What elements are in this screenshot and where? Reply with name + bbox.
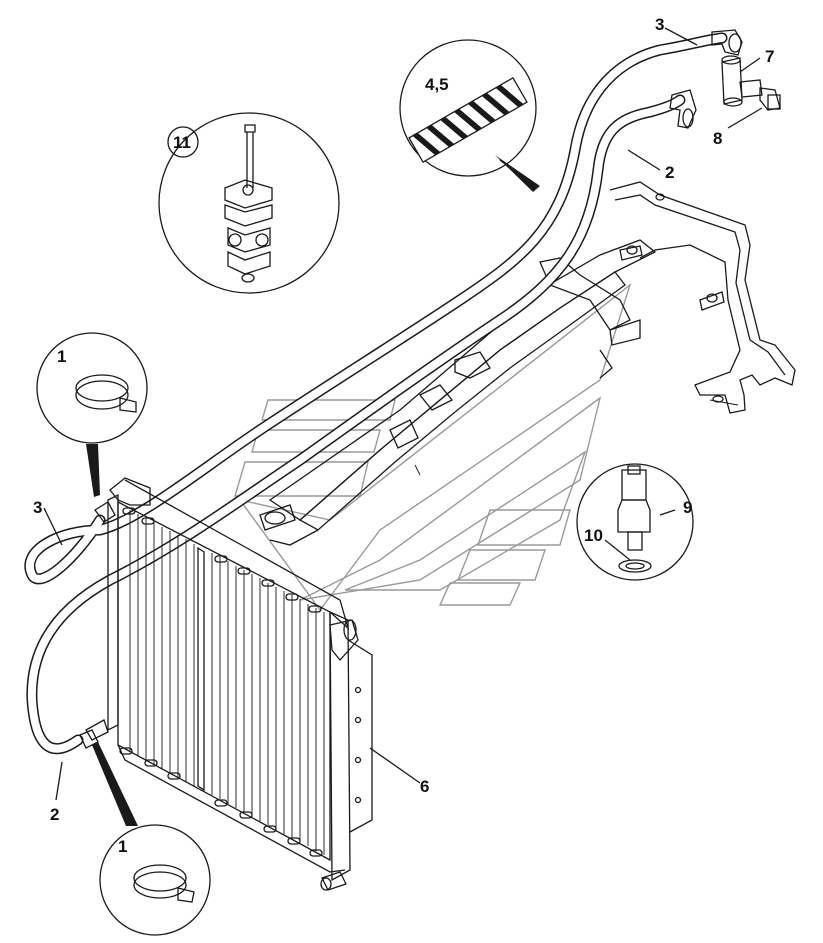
detail-circle-clamp-top — [36, 332, 148, 497]
detail-circle-pressure-switch — [576, 463, 694, 581]
callout-1-top: 1 — [57, 347, 66, 366]
callout-8: 8 — [713, 129, 722, 148]
watermark-logo — [234, 283, 632, 612]
callout-10: 10 — [584, 526, 603, 545]
callout-labels: 3 7 8 2 4,5 3 2 6 9 10 1 1 11 — [33, 15, 774, 856]
hose-2 — [26, 94, 686, 755]
oil-cooler — [85, 477, 373, 891]
callout-1-bottom: 1 — [118, 837, 127, 856]
hose-3 — [24, 32, 728, 585]
callout-11: 11 — [173, 133, 191, 152]
tee-fitting — [721, 55, 781, 111]
mounting-bracket — [609, 181, 796, 414]
leader-lines — [43, 27, 763, 801]
bottom-slots — [119, 747, 323, 857]
detail-circle-4-5 — [399, 39, 537, 177]
callout-7: 7 — [765, 47, 774, 66]
callout-2-left: 2 — [50, 805, 59, 824]
hose-fittings — [79, 29, 743, 749]
callout-4-5: 4,5 — [425, 75, 449, 94]
callout-6: 6 — [420, 777, 429, 796]
callout-2-top: 2 — [665, 163, 674, 182]
callout-3-left: 3 — [33, 498, 42, 517]
callout-3-top: 3 — [655, 15, 664, 34]
callout-11-circle — [167, 126, 199, 158]
callout-9: 9 — [683, 498, 692, 517]
detail-circle-clamp-bottom — [92, 742, 211, 936]
top-slots — [122, 507, 322, 613]
detail-circle-11 — [158, 112, 340, 294]
